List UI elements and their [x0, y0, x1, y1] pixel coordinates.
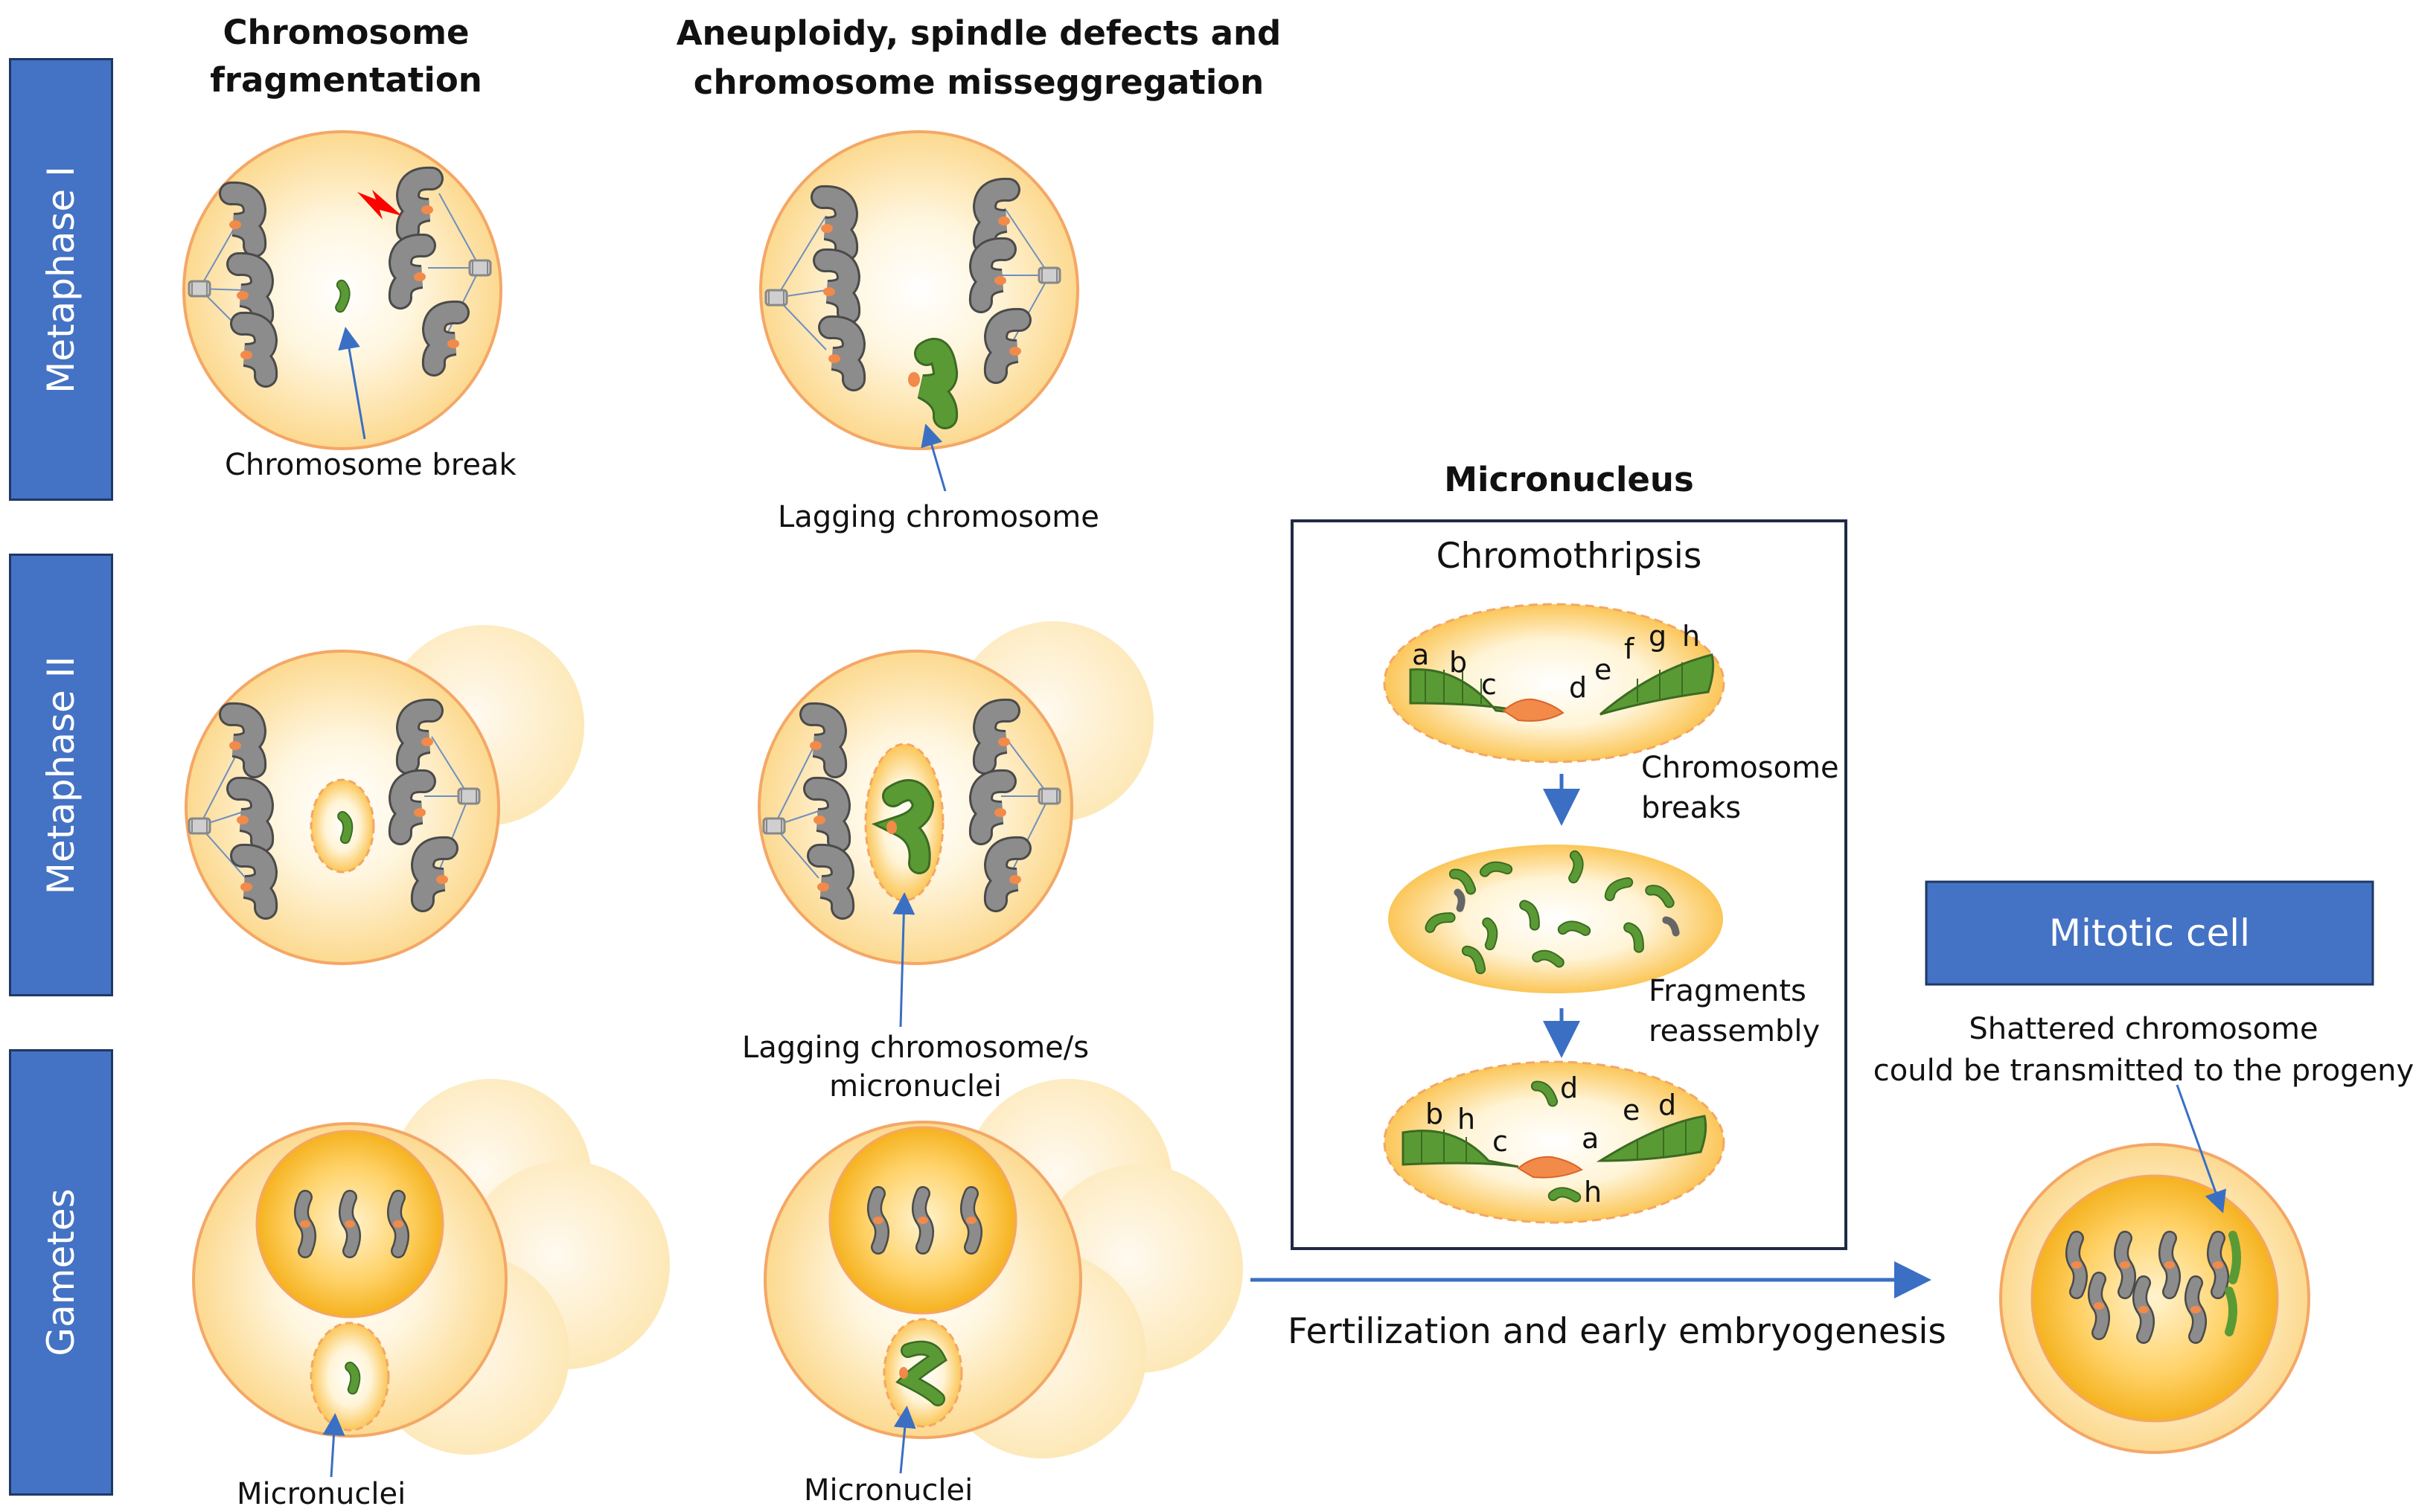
letter-top-b: b	[1449, 646, 1468, 679]
step-fragments-reassembly-line-1: Fragments	[1649, 974, 1806, 1008]
label-micronuclei-left: Micronuclei	[237, 1477, 406, 1511]
cell-aneuploidy-gamete	[764, 1079, 1243, 1458]
heading-fragmentation-line-2: fragmentation	[210, 60, 482, 100]
letter-bottom-a: a	[1582, 1122, 1599, 1155]
row-label-metaphase-2: Metaphase II	[9, 554, 113, 996]
heading-fragmentation-line-1: Chromosome	[223, 13, 470, 52]
mitotic-cell-label: Mitotic cell	[2048, 912, 2251, 955]
heading-aneuploidy-line-2: chromosome misseggregation	[693, 63, 1265, 102]
step-fragments-reassembly-line-2: reassembly	[1649, 1014, 1821, 1048]
letter-top-e: e	[1594, 653, 1612, 686]
mitotic-cell-label-box	[1925, 880, 2374, 986]
cell-fragmentation-gamete	[192, 1079, 670, 1455]
heading-fragmentation: Chromosome fragmentation	[171, 9, 521, 104]
letter-bottom-d: d	[1658, 1089, 1677, 1121]
letter-top-a: a	[1412, 638, 1430, 671]
label-micronuclei-right: Micronuclei	[804, 1473, 974, 1508]
micronucleus-title: Micronucleus	[1444, 460, 1694, 499]
step-chromosome-breaks: Chromosome breaks	[1641, 748, 1839, 828]
letter-bottom-e: e	[1623, 1094, 1640, 1127]
chromothripsis-subtitle: Chromothripsis	[1436, 536, 1702, 577]
label-chromosome-break: Chromosome break	[225, 448, 517, 482]
label-lagging-micronuclei-line-1: Lagging chromosome/s	[741, 1031, 1090, 1065]
letter-top-f: f	[1624, 632, 1634, 665]
cell-fragmentation-metaphase-1	[182, 130, 502, 450]
heading-aneuploidy: Aneuploidy, spindle defects and chromoso…	[633, 9, 1325, 107]
mitotic-cell-note: Shattered chromosome could be transmitte…	[1868, 1008, 2413, 1092]
letter-bottom-c: c	[1492, 1125, 1508, 1158]
row-label-metaphase-1: Metaphase I	[9, 58, 113, 501]
mitotic-cell	[1999, 1143, 2310, 1454]
chromothripsis-ellipse-1	[1383, 603, 1725, 763]
heading-aneuploidy-line-1: Aneuploidy, spindle defects and	[676, 13, 1282, 53]
label-lagging-chromosome: Lagging chromosome	[778, 500, 1099, 534]
fertilization-label: Fertilization and early embryogenesis	[1288, 1311, 1946, 1352]
letter-bottom-b: b	[1425, 1098, 1444, 1130]
letter-bottom-h-lower: h	[1584, 1176, 1602, 1208]
step-chromosome-breaks-line-2: breaks	[1641, 791, 1742, 825]
cell-aneuploidy-metaphase-2	[758, 621, 1154, 965]
row-label-gametes: Gametes	[9, 1049, 113, 1496]
cell-aneuploidy-metaphase-1	[759, 130, 1079, 450]
chromothripsis-ellipse-3	[1383, 1060, 1725, 1224]
mitotic-cell-note-line-1: Shattered chromosome	[1969, 1012, 2318, 1046]
cell-fragmentation-metaphase-2	[185, 625, 584, 965]
letter-bottom-d-top: d	[1560, 1071, 1579, 1104]
label-lagging-micronuclei-line-2: micronuclei	[829, 1069, 1002, 1103]
mitotic-cell-note-line-2: could be transmitted to the progeny	[1873, 1054, 2413, 1088]
letter-top-g: g	[1649, 620, 1667, 653]
letter-bottom-h: h	[1457, 1103, 1476, 1135]
letter-top-d: d	[1569, 671, 1588, 704]
chromothripsis-ellipse-2	[1388, 845, 1723, 993]
label-lagging-micronuclei: Lagging chromosome/s micronuclei	[715, 1028, 1116, 1106]
letter-top-h: h	[1682, 620, 1701, 653]
step-chromosome-breaks-line-1: Chromosome	[1641, 751, 1839, 785]
break-lightning-icon	[357, 190, 402, 220]
letter-top-c: c	[1481, 668, 1497, 701]
step-fragments-reassembly: Fragments reassembly	[1649, 971, 1820, 1051]
